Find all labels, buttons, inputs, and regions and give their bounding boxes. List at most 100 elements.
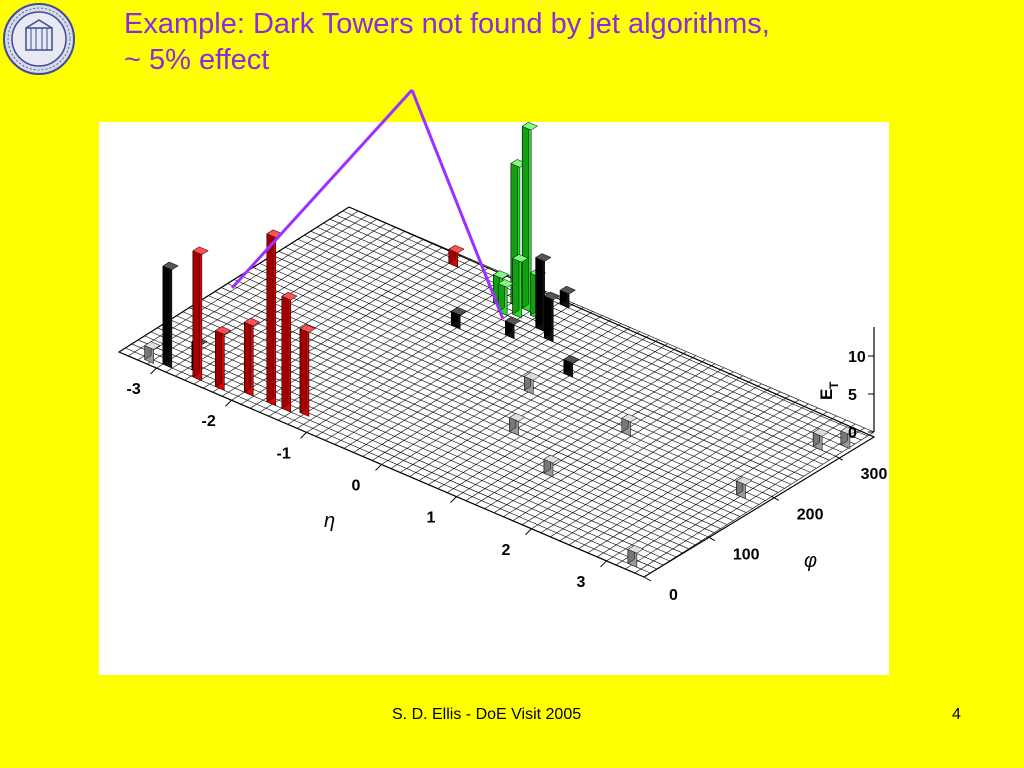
tower-side-face xyxy=(512,253,520,315)
tower-black xyxy=(504,316,522,340)
tower-red xyxy=(299,324,316,417)
tower-side-face xyxy=(244,317,251,393)
page-number: 4 xyxy=(952,706,961,723)
eta-tick xyxy=(225,399,232,407)
et-axis-label-sub: T xyxy=(827,381,841,389)
tower-black xyxy=(535,253,552,332)
tower-side-face xyxy=(215,326,223,387)
eta-tick-label: -1 xyxy=(277,445,291,462)
grid-line-phi xyxy=(310,230,836,457)
tower-red xyxy=(266,229,283,407)
phi-tick-label: 0 xyxy=(669,587,678,604)
phi-tick-label: 300 xyxy=(861,466,888,483)
grid-line-phi xyxy=(138,339,664,566)
eta-tick-label: 0 xyxy=(352,478,361,495)
grid-line-phi xyxy=(272,255,798,481)
tower-top-face xyxy=(840,426,857,436)
grid-line-phi xyxy=(342,210,868,437)
tower-top-face xyxy=(563,355,580,364)
tower-top-face xyxy=(299,324,316,333)
phi-tick-label: 100 xyxy=(733,547,760,564)
tower-top-face xyxy=(523,372,541,381)
tower-layer xyxy=(144,122,857,568)
tower-side-face xyxy=(162,261,170,365)
eta-tick-label: 2 xyxy=(502,542,511,559)
et-tick-label: 10 xyxy=(848,349,866,366)
grid-line-phi xyxy=(304,234,830,461)
eta-tick-label: 1 xyxy=(427,510,436,527)
tower-top-face xyxy=(735,476,753,485)
tower-side-face xyxy=(192,246,200,378)
tower-green xyxy=(512,253,529,319)
et-axis-label: E T xyxy=(817,381,841,400)
grid-line-phi xyxy=(176,315,702,542)
phi-tick xyxy=(707,536,716,542)
university-seal-icon xyxy=(2,2,76,76)
grid-line-phi xyxy=(169,319,696,546)
eta-tick xyxy=(600,560,607,568)
grid-line-phi xyxy=(157,327,683,554)
grid-line-phi xyxy=(265,259,792,485)
footer-text: S. D. Ellis - DoE Visit 2005 xyxy=(392,706,582,723)
phi-tick-label: 200 xyxy=(797,506,824,523)
tower-black xyxy=(450,306,468,330)
tower-top-face xyxy=(144,341,161,350)
tower-top-face xyxy=(812,428,830,437)
grid-line-phi xyxy=(201,299,728,525)
tower-side-face xyxy=(299,324,307,414)
tower-side-face xyxy=(521,122,529,309)
tower-black xyxy=(543,291,561,343)
grid-line-phi xyxy=(240,275,766,501)
tower-side-face xyxy=(281,291,289,409)
tower-side-face xyxy=(535,253,543,329)
phi-tick xyxy=(835,455,843,461)
tower-red xyxy=(214,326,232,391)
tower-top-face xyxy=(192,246,209,256)
grid-line-phi xyxy=(329,218,855,445)
eta-tick xyxy=(525,528,532,536)
grid-line-phi xyxy=(144,335,670,562)
tower-top-face xyxy=(162,261,179,271)
grid-line-phi xyxy=(208,295,734,521)
tower-top-face xyxy=(621,413,638,423)
tower-top-face xyxy=(512,254,529,263)
eta-tick xyxy=(150,367,157,375)
grid-line-phi xyxy=(227,283,753,509)
grid-line-phi xyxy=(246,271,772,497)
grid-line-phi xyxy=(214,291,740,517)
tower-top-face xyxy=(535,253,552,262)
slide-title: Example: Dark Towers not found by jet al… xyxy=(124,6,924,78)
tower-gray xyxy=(144,341,161,364)
et-tick-label: 5 xyxy=(848,387,857,404)
eta-tick xyxy=(450,496,457,503)
title-line-2: ~ 5% effect xyxy=(124,44,270,76)
tower-top-face xyxy=(509,413,526,422)
eta-tick-label: -2 xyxy=(202,413,216,430)
eta-axis-label: η xyxy=(324,510,335,532)
tower-side-face xyxy=(544,291,551,339)
tower-top-face xyxy=(243,317,261,327)
tower-top-face xyxy=(214,326,232,335)
grid-line-phi xyxy=(348,206,875,433)
phi-axis-label: φ xyxy=(804,550,817,572)
et-axis-label-main: E xyxy=(817,389,836,400)
tower-black xyxy=(162,261,179,369)
phi-tick xyxy=(643,576,652,582)
tower-top-face xyxy=(521,122,539,131)
phi-tick xyxy=(771,496,780,501)
tower-black xyxy=(559,285,577,309)
grid-line-phi xyxy=(125,347,651,574)
tower-black xyxy=(563,354,580,378)
grid-line-phi xyxy=(221,287,747,513)
eta-tick xyxy=(300,432,307,439)
tower-gray xyxy=(840,426,857,450)
grid-line-phi xyxy=(284,247,811,473)
tower-green xyxy=(521,122,539,313)
tower-gray xyxy=(509,412,526,436)
grid-line-phi xyxy=(189,307,715,533)
tower-gray xyxy=(812,428,830,451)
grid-line-phi xyxy=(336,214,862,441)
